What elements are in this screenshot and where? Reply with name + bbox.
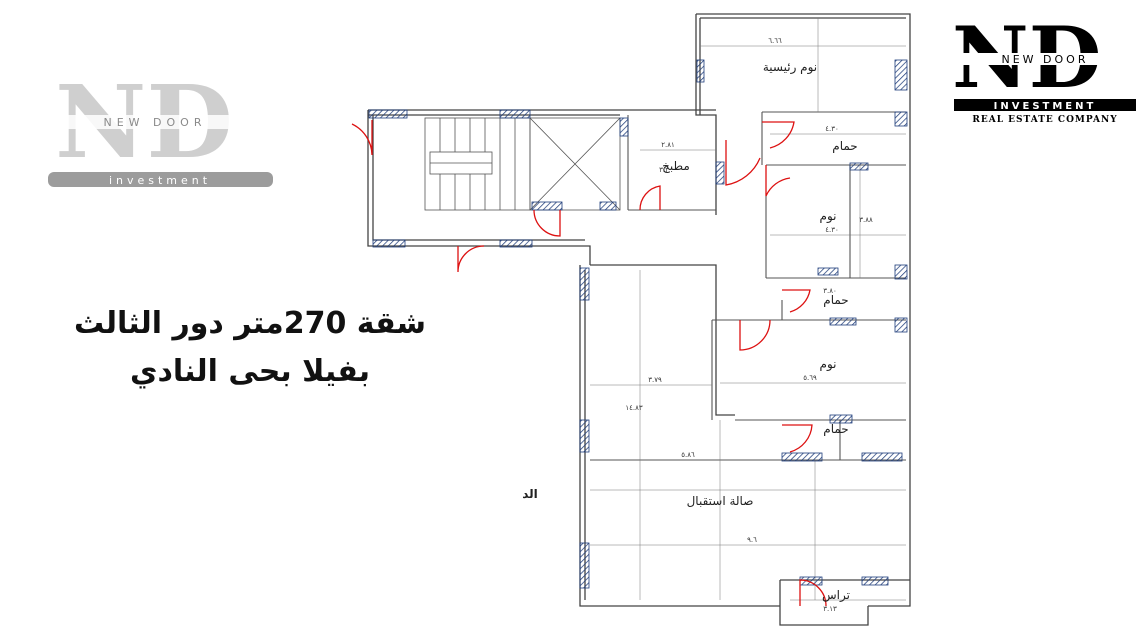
logo-new-door-investment-gray: ND NEW DOOR investment xyxy=(45,63,275,195)
room-label-bath-3: حمام xyxy=(823,422,848,436)
listing-headline: شقة 270متر دور الثالث بفيلا بحى النادي xyxy=(30,300,470,396)
room-label-kitchen: مطبخ xyxy=(662,159,690,173)
room-label-bedroom-1: نوم xyxy=(820,209,837,224)
dim-corridor-width: ٣.٧٩ xyxy=(648,376,662,384)
room-label-master-bedroom: نوم رئيسية xyxy=(763,60,817,75)
room-label-bedroom-2: نوم xyxy=(820,357,837,372)
dim-reception-full: ٩.٦ xyxy=(747,536,757,544)
dim-kitchen-width: ٢.٨١ xyxy=(661,141,675,149)
dim-reception-width: ٥.٨٦ xyxy=(681,451,695,459)
logo-left-tagline: NEW DOOR xyxy=(104,116,207,129)
logo-right-tagline: NEW DOOR xyxy=(1002,53,1089,66)
room-label-reception: صالة استقبال xyxy=(687,494,754,508)
dim-terrace-width: ٣.١٣ xyxy=(823,605,837,613)
dim-kitchen-depth: ٣.٣ xyxy=(659,166,669,174)
logo-left-subline: investment xyxy=(109,174,211,187)
windows xyxy=(368,59,908,589)
dim-bedroom1-width: ٤.٣٠ xyxy=(825,226,839,234)
dim-bath1-width: ٤.٣٠ xyxy=(825,125,839,133)
logo-right-company: REAL ESTATE COMPANY xyxy=(972,115,1117,125)
dim-bath2-width: ٣.٨٠ xyxy=(823,287,837,295)
street-mark: الد xyxy=(522,487,538,501)
staircase xyxy=(424,117,621,211)
dim-master-width: ٦.٦٦ xyxy=(768,37,782,45)
doors xyxy=(351,120,827,607)
room-label-bath-2: حمام xyxy=(823,293,848,307)
logo-right-subline: INVESTMENT xyxy=(994,101,1097,112)
headline-line-2: بفيلا بحى النادي xyxy=(130,354,370,389)
headline-line-1: شقة 270متر دور الثالث xyxy=(73,306,427,341)
dim-bedroom2-width: ٥.٦٩ xyxy=(803,374,817,382)
dim-bedroom1-depth: ٣.٨٨ xyxy=(859,216,873,224)
interior-walls xyxy=(590,111,906,461)
dimension-lines xyxy=(590,18,906,601)
logo-new-door-investment-black: ND NEW DOOR INVESTMENT REAL ESTATE COMPA… xyxy=(950,8,1136,130)
dim-corridor-length: ١٤.٨٣ xyxy=(625,404,643,412)
room-label-bath-1: حمام xyxy=(832,139,857,153)
room-label-terrace: تراس xyxy=(822,588,850,603)
